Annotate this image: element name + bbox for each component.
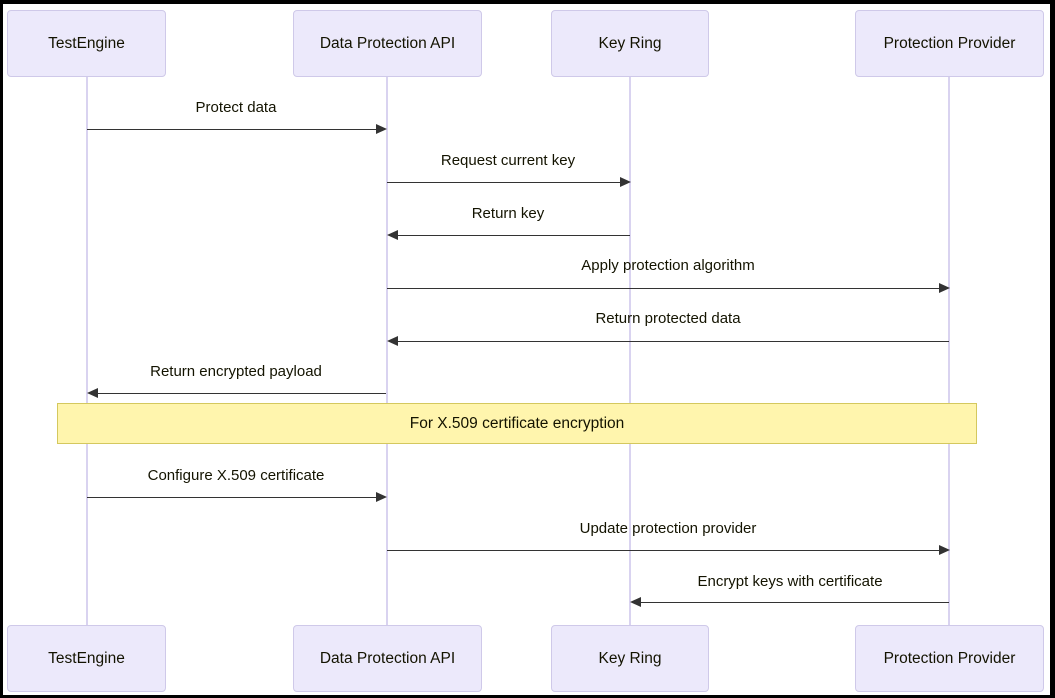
message-line-return-encrypted-payload bbox=[97, 393, 386, 394]
message-label-return-key: Return key bbox=[471, 205, 545, 222]
message-label-update-protection-provider: Update protection provider bbox=[579, 520, 757, 537]
message-line-return-protected-data bbox=[397, 341, 949, 342]
frame-strip-left bbox=[0, 0, 3, 698]
participant-box-top-testengine[interactable]: TestEngine bbox=[7, 10, 166, 77]
participant-box-bottom-protection-provider[interactable]: Protection Provider bbox=[855, 625, 1044, 692]
frame-strip-bottom bbox=[0, 695, 1055, 698]
participant-box-top-key-ring[interactable]: Key Ring bbox=[551, 10, 709, 77]
frame-strip-top bbox=[0, 0, 1055, 4]
message-arrowhead-return-key bbox=[387, 230, 398, 240]
message-arrowhead-encrypt-keys-with-certificate bbox=[630, 597, 641, 607]
lifeline-protection-provider bbox=[948, 76, 950, 626]
message-arrowhead-return-protected-data bbox=[387, 336, 398, 346]
lifeline-testengine bbox=[86, 76, 88, 626]
participant-box-top-protection-provider[interactable]: Protection Provider bbox=[855, 10, 1044, 77]
message-line-configure-x509-certificate bbox=[87, 497, 377, 498]
message-label-apply-protection-algorithm: Apply protection algorithm bbox=[581, 257, 755, 274]
message-label-return-encrypted-payload: Return encrypted payload bbox=[150, 363, 322, 380]
message-arrowhead-protect-data bbox=[376, 124, 387, 134]
frame-strip-right bbox=[1050, 0, 1055, 698]
message-line-apply-protection-algorithm bbox=[387, 288, 940, 289]
message-line-return-key bbox=[397, 235, 630, 236]
message-line-encrypt-keys-with-certificate bbox=[640, 602, 949, 603]
lifeline-data-protection-api bbox=[386, 76, 388, 626]
participant-box-bottom-testengine[interactable]: TestEngine bbox=[7, 625, 166, 692]
message-arrowhead-apply-protection-algorithm bbox=[939, 283, 950, 293]
participant-box-bottom-key-ring[interactable]: Key Ring bbox=[551, 625, 709, 692]
message-label-protect-data: Protect data bbox=[195, 99, 277, 116]
message-arrowhead-configure-x509-certificate bbox=[376, 492, 387, 502]
note-x509-certificate-encryption: For X.509 certificate encryption bbox=[57, 403, 977, 444]
message-line-request-current-key bbox=[387, 182, 621, 183]
participant-box-bottom-data-protection-api[interactable]: Data Protection API bbox=[293, 625, 482, 692]
message-label-return-protected-data: Return protected data bbox=[595, 310, 741, 327]
message-label-encrypt-keys-with-certificate: Encrypt keys with certificate bbox=[697, 573, 883, 590]
message-line-protect-data bbox=[87, 129, 377, 130]
message-arrowhead-request-current-key bbox=[620, 177, 631, 187]
message-label-request-current-key: Request current key bbox=[440, 152, 576, 169]
message-line-update-protection-provider bbox=[387, 550, 940, 551]
message-arrowhead-update-protection-provider bbox=[939, 545, 950, 555]
message-label-configure-x509-certificate: Configure X.509 certificate bbox=[147, 467, 325, 484]
participant-box-top-data-protection-api[interactable]: Data Protection API bbox=[293, 10, 482, 77]
lifeline-key-ring bbox=[629, 76, 631, 626]
message-arrowhead-return-encrypted-payload bbox=[87, 388, 98, 398]
